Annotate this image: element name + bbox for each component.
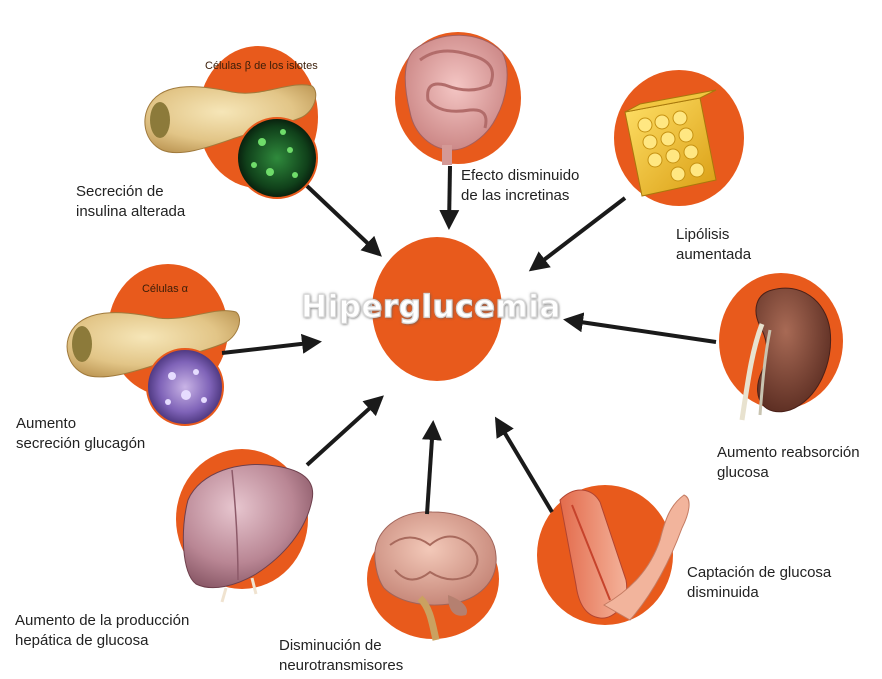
label-muscle-line-2: disminuida — [687, 583, 831, 603]
arrow-from-pancreas-alpha — [222, 342, 318, 353]
label-pancreas-alpha-line-1: Aumento — [16, 414, 145, 434]
label-pancreas-beta-line-2: insulina alterada — [76, 202, 185, 222]
label-intestine-line-1: Efecto disminuido — [461, 166, 579, 186]
label-liver-line-2: hepática de glucosa — [15, 631, 189, 651]
label-brain-line-2: neurotransmisores — [279, 656, 403, 676]
label-liver-line-1: Aumento de la producción — [15, 611, 189, 631]
arrow-from-pancreas-beta — [307, 186, 379, 254]
label-liver: Aumento de la producción hepática de glu… — [15, 611, 189, 651]
arrow-from-kidney — [567, 320, 716, 342]
label-pancreas-beta-line-1: Secreción de — [76, 182, 185, 202]
arrow-from-muscle — [497, 420, 552, 512]
label-kidney-line-1: Aumento reabsorción — [717, 443, 860, 463]
label-kidney-line-2: glucosa — [717, 463, 860, 483]
arrow-from-brain — [427, 424, 433, 514]
label-adipose-line-2: aumentada — [676, 245, 751, 265]
label-pancreas-alpha: Aumento secreción glucagón — [16, 414, 145, 454]
label-adipose-line-1: Lipólisis — [676, 225, 751, 245]
center-title: Hiperglucemia — [300, 289, 562, 325]
label-pancreas-alpha-line-2: secreción glucagón — [16, 434, 145, 454]
label-muscle: Captación de glucosa disminuida — [687, 563, 831, 603]
label-intestine-line-2: de las incretinas — [461, 186, 579, 206]
label-brain-line-1: Disminución de — [279, 636, 403, 656]
beta-cells-label: Células β de los islotes — [205, 59, 295, 73]
label-intestine: Efecto disminuido de las incretinas — [461, 166, 579, 206]
label-adipose: Lipólisis aumentada — [676, 225, 751, 265]
arrow-from-liver — [307, 398, 381, 465]
islet-cells-icon — [237, 118, 317, 198]
arrow-from-intestine — [449, 166, 450, 226]
label-pancreas-beta: Secreción de insulina alterada — [76, 182, 185, 222]
arrow-from-adipose — [532, 198, 625, 269]
label-kidney: Aumento reabsorción glucosa — [717, 443, 860, 483]
alpha-cells-icon — [147, 349, 223, 425]
label-brain: Disminución de neurotransmisores — [279, 636, 403, 676]
alpha-cells-label: Células α — [130, 282, 200, 296]
label-muscle-line-1: Captación de glucosa — [687, 563, 831, 583]
